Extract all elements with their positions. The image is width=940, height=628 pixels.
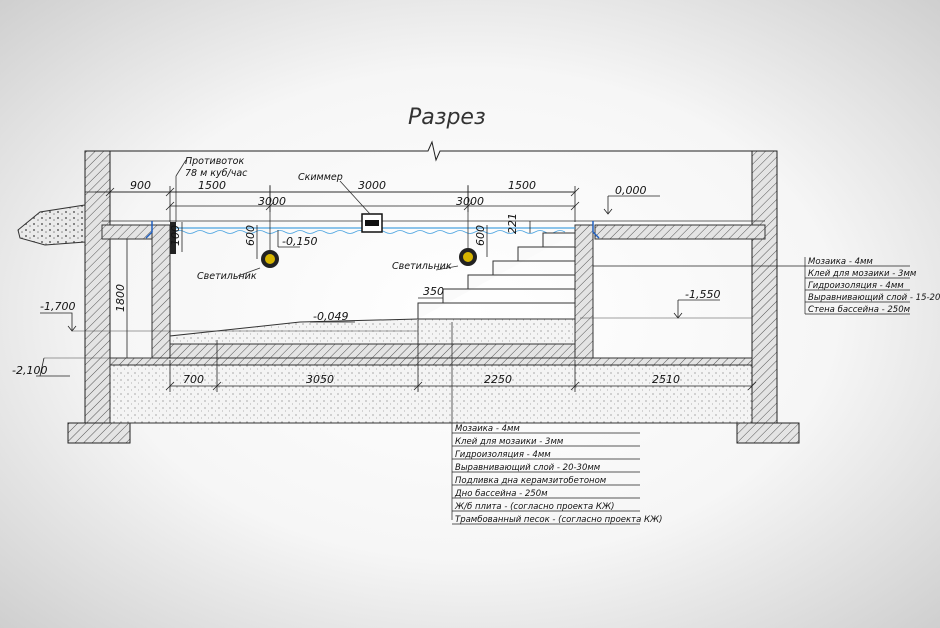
top-dimension-lines: [85, 186, 580, 222]
skimmer-label: Скиммер: [298, 172, 343, 183]
pool-steps: [417, 232, 575, 319]
deck-slabs: [101, 224, 766, 240]
dim-1500-left: 1500: [198, 179, 226, 192]
level-minus-0150: -0,150: [282, 235, 317, 248]
bottom-dimension-lines: [165, 320, 757, 392]
floor-legend-item: Выравнивающий слой - 20-30мм: [455, 463, 601, 473]
dim-221: 221: [506, 213, 519, 234]
dim-3000-center: 3000: [358, 179, 386, 192]
exterior-ground: [17, 204, 86, 246]
light-right-label: Светильник: [392, 261, 452, 272]
pool-shell: [151, 224, 594, 359]
floor-legend-item: Клей для мозаики - 3мм: [455, 437, 564, 447]
counterflow-label-line1: Противоток: [185, 156, 244, 167]
dim-bottom-700: 700: [183, 373, 204, 386]
floor-legend-item: Дно бассейна - 250м: [454, 489, 548, 499]
light-left-label: Светильник: [197, 271, 257, 282]
vertical-dimension-lines: [126, 221, 531, 358]
level-marks: [36, 195, 720, 377]
outer-walls: [67, 150, 800, 444]
dim-bottom-2510: 2510: [652, 373, 680, 386]
floor-legend-item: Ж/б плита - (согласно проекта КЖ): [454, 502, 614, 512]
pool-light-right-icon: [435, 185, 477, 271]
wall-legend-item: Выравнивающий слой - 15-20мм: [808, 293, 940, 303]
dim-3000-left: 3000: [258, 195, 286, 208]
wall-legend-item: Мозаика - 4мм: [808, 257, 873, 267]
dim-900: 900: [130, 179, 151, 192]
floor-legend-item: Мозаика - 4мм: [455, 424, 520, 434]
level-minus-1550: -1,550: [685, 288, 720, 301]
floor-legend-item: Гидроизоляция - 4мм: [455, 450, 551, 460]
dim-bottom-3050: 3050: [306, 373, 334, 386]
dim-3000-right: 3000: [456, 195, 484, 208]
wall-legend-item: Гидроизоляция - 4мм: [808, 281, 904, 291]
foundation: [109, 357, 753, 424]
level-guide-lines: [44, 317, 752, 359]
dim-600-right: 600: [474, 225, 487, 246]
level-minus-0049: -0,049: [313, 310, 348, 323]
dim-1800: 1800: [114, 284, 127, 312]
section-title: Разрез: [408, 105, 486, 130]
dim-100: 100: [169, 225, 182, 246]
counterflow-device: [170, 159, 187, 254]
dim-bottom-2250: 2250: [484, 373, 512, 386]
skimmer-icon: [339, 180, 383, 233]
dim-1500-right: 1500: [508, 179, 536, 192]
wall-legend: Мозаика - 4мм Клей для мозаики - 3мм Гид…: [593, 257, 940, 315]
dim-350: 350: [423, 285, 444, 298]
tile-edges: [145, 221, 600, 239]
wall-legend-item: Клей для мозаики - 3мм: [808, 269, 917, 279]
wall-legend-item: Стена бассейна - 250м: [808, 305, 911, 315]
floor-legend: Мозаика - 4мм Клей для мозаики - 3мм Гид…: [451, 322, 663, 525]
dim-600-left: 600: [244, 225, 257, 246]
level-0000: 0,000: [615, 184, 647, 197]
level-minus-2100: -2,100: [12, 364, 47, 377]
ceiling-line: [110, 140, 752, 162]
floor-legend-item: Подливка дна керамзитобетоном: [455, 476, 607, 486]
floor-legend-item: Трамбованный песок - (согласно проекта К…: [455, 515, 663, 525]
pool-light-left-icon: [237, 185, 279, 277]
counterflow-label-line2: 78 м куб/час: [185, 168, 248, 179]
level-minus-1700: -1,700: [40, 300, 75, 313]
